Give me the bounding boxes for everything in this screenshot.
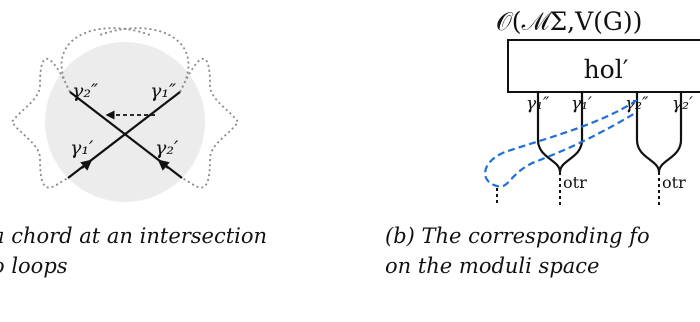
label-top-left: γ₂″	[72, 80, 98, 102]
arrow-gamma2	[157, 159, 170, 171]
caption-b-line2: on the moduli space	[385, 254, 600, 278]
panel-b: 𝒪(ℳΣ,V(G)) hol′ γ₁″ γ₁′ γ₂″ γ₂′ otr otr	[484, 7, 700, 206]
caption-a: a chord at an intersection o loops	[0, 221, 267, 281]
label-bottom-left: γ₁′	[70, 137, 94, 159]
label-bottom-right: γ₂′	[155, 137, 179, 159]
strand-label-4: γ₂′	[672, 94, 693, 114]
label-top-right: γ₁″	[150, 80, 176, 102]
caption-b: (b) The corresponding fo on the moduli s…	[385, 221, 650, 281]
hol-box	[507, 39, 700, 93]
caption-a-line2: o loops	[0, 254, 68, 278]
blue-chord	[484, 99, 638, 188]
caption-a-line1: a chord at an intersection	[0, 224, 268, 248]
algebra-label: 𝒪(ℳΣ,V(G))	[496, 7, 642, 36]
left-dotted-brace	[10, 27, 151, 189]
left-merge	[536, 92, 584, 173]
arrow-gamma1	[80, 159, 93, 171]
otr-label-left: otr	[563, 173, 587, 192]
right-dotted-brace	[99, 27, 240, 189]
panel-a: γ₂″ γ₁″ γ₁′ γ₂′	[10, 27, 240, 202]
right-merge	[635, 92, 683, 173]
caption-b-line1: (b) The corresponding fo	[385, 224, 650, 248]
hol-label: hol′	[584, 55, 629, 84]
otr-label-right: otr	[662, 173, 686, 192]
